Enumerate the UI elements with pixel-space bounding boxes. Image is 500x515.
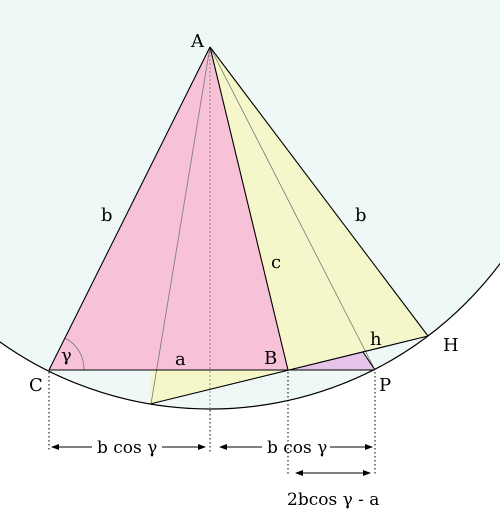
label-point-a: A	[190, 31, 205, 52]
angle-gamma-arc	[64, 337, 85, 371]
edge-ab	[209, 46, 289, 371]
label-dim-right: b cos γ	[267, 438, 327, 458]
label-dim-left: b cos γ	[97, 438, 157, 458]
label-side-b-right: b	[355, 205, 367, 226]
label-angle-gamma: γ	[61, 345, 72, 366]
label-dim-bottom: 2bcos γ - a	[287, 490, 379, 510]
yellow-triangle-abh	[210, 47, 428, 370]
label-point-c: C	[29, 375, 43, 396]
edge-lower-h	[149, 335, 429, 405]
label-point-b: B	[264, 348, 277, 369]
pink-triangle-acb	[49, 47, 288, 370]
edge-ah	[209, 46, 429, 337]
violet-triangle	[288, 352, 375, 370]
label-side-b-left: b	[101, 205, 113, 226]
line-a-p	[209, 46, 376, 371]
label-point-h: H	[443, 335, 459, 356]
line-a-lower	[150, 46, 211, 405]
label-side-h: h	[370, 329, 382, 350]
edge-ac	[48, 46, 211, 371]
label-point-p: P	[379, 375, 391, 396]
label-side-c: c	[271, 252, 281, 273]
label-side-a: a	[175, 349, 186, 370]
edge-bh-segment	[362, 351, 376, 371]
